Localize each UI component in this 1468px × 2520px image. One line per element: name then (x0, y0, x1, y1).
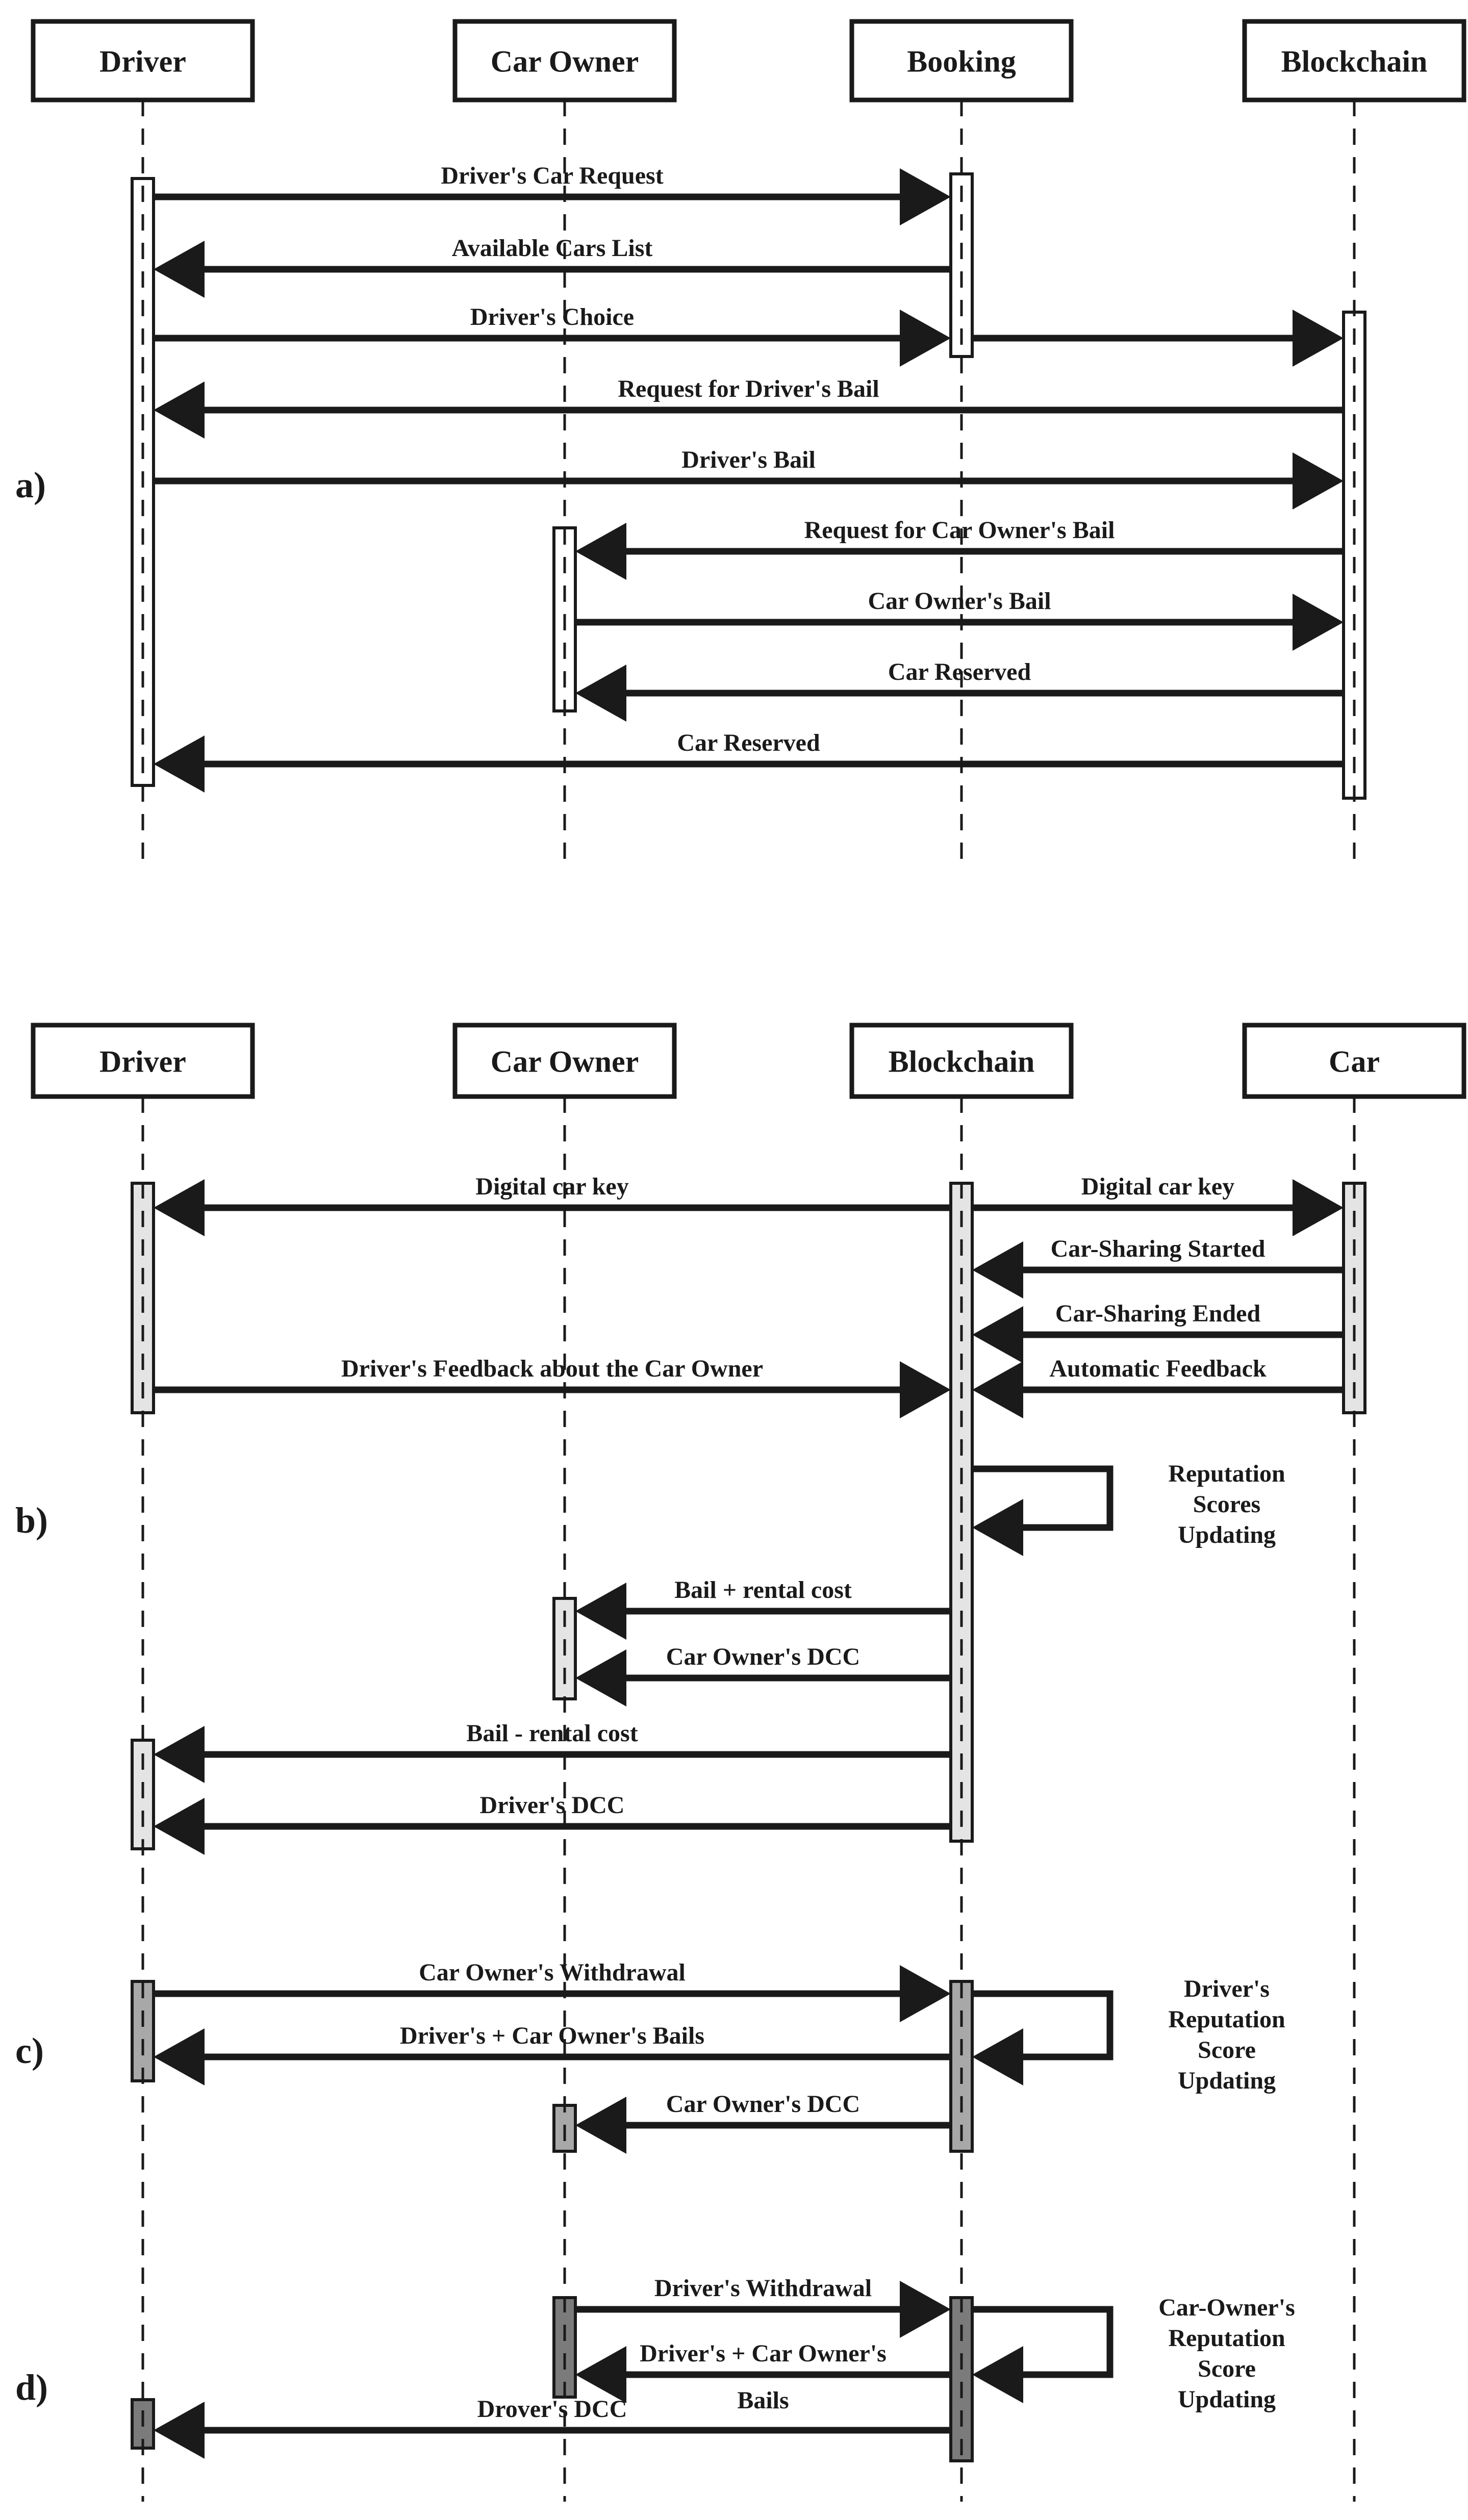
actor-label: Driver (99, 45, 186, 79)
message-label: Car-Sharing Ended (1055, 1300, 1261, 1327)
arrowhead (575, 2097, 626, 2154)
message-label: Driver's Car Request (441, 162, 663, 189)
message-label: Car Owner's Bail (868, 588, 1051, 615)
section-label: b) (15, 1500, 48, 1541)
message-label: Car Reserved (888, 658, 1031, 685)
message-label: Car Owner's Withdrawal (419, 1959, 686, 1986)
actor-label: Booking (907, 45, 1016, 79)
message-label: Request for Car Owner's Bail (804, 517, 1115, 544)
actor-label: Blockchain (889, 1045, 1035, 1079)
section-label: d) (15, 2367, 48, 2408)
arrowhead (972, 1241, 1023, 1299)
arrowhead (900, 1965, 951, 2022)
message-label: Car Owner's DCC (666, 2091, 860, 2118)
arrowhead (154, 381, 205, 439)
arrowhead (154, 2028, 205, 2085)
message-label: Car Reserved (677, 729, 820, 756)
message-label: Drover's DCC (477, 2396, 627, 2423)
arrowhead (972, 2028, 1023, 2085)
actor-label: Car Owner (491, 1045, 639, 1079)
activation-bar (949, 2296, 974, 2462)
message-label: Digital car key (475, 1173, 628, 1200)
arrowhead (1293, 452, 1344, 510)
actor-label: Car (1329, 1045, 1380, 1079)
actor-box (1242, 1023, 1466, 1099)
arrowhead (575, 523, 626, 580)
message-label: Driver's + Car Owner's Bails (400, 2022, 704, 2049)
message-label: Driver's Choice (470, 303, 634, 330)
arrowhead (154, 241, 205, 298)
self-loop (972, 1465, 1113, 1531)
arrowhead (1293, 1179, 1344, 1236)
message-label: Driver's Feedback about the Car Owner (341, 1355, 763, 1382)
arrowhead (154, 2402, 205, 2459)
activation-bar (1342, 311, 1366, 800)
arrowhead (1293, 310, 1344, 367)
actor-box (849, 19, 1074, 103)
section-label: c) (15, 2030, 44, 2071)
message-label: Automatic Feedback (1049, 1355, 1267, 1382)
message-label: Bail + rental cost (674, 1576, 852, 1603)
arrowhead (972, 2346, 1023, 2403)
self-loop (972, 1990, 1113, 2060)
self-loop (972, 2306, 1113, 2378)
actor-box (452, 1023, 677, 1099)
arrowhead (900, 168, 951, 225)
actor-box (31, 19, 255, 103)
actor-box (1242, 19, 1466, 103)
arrowhead (154, 1179, 205, 1236)
message-label: Driver's + Car Owner's (640, 2340, 887, 2367)
arrowhead (575, 1649, 626, 1707)
section-label: a) (15, 465, 46, 505)
message-label: Bails (737, 2387, 789, 2414)
arrowhead (900, 310, 951, 367)
actor-box (849, 1023, 1074, 1099)
arrowhead (972, 1361, 1023, 1418)
message-label: Available Cars List (452, 235, 653, 262)
actor-label: Car Owner (491, 45, 639, 79)
activation-bar (949, 1980, 974, 2153)
arrowhead (1293, 594, 1344, 651)
arrowhead (575, 665, 626, 722)
message-label: Digital car key (1081, 1173, 1234, 1200)
actor-label: Driver (99, 1045, 186, 1079)
arrowhead (972, 1499, 1023, 1556)
activation-bar (949, 172, 974, 358)
arrowhead (154, 1798, 205, 1855)
arrowhead (154, 735, 205, 793)
arrowhead (900, 1361, 951, 1418)
message-label: Request for Driver's Bail (618, 375, 879, 402)
arrowhead (575, 2346, 626, 2403)
actor-box (31, 1023, 255, 1099)
arrowhead (154, 1726, 205, 1783)
message-label: Driver's Bail (681, 446, 816, 473)
message-label: Car-Sharing Started (1051, 1235, 1265, 1262)
actor-label: Blockchain (1281, 45, 1428, 79)
message-label: Driver's Withdrawal (654, 2275, 872, 2302)
arrowhead (575, 1583, 626, 1640)
arrowhead (972, 1306, 1023, 1363)
actor-box (452, 19, 677, 103)
message-label: Bail - rental cost (466, 1720, 638, 1747)
message-label: Driver's DCC (480, 1792, 625, 1819)
message-label: Car Owner's DCC (666, 1643, 860, 1670)
arrowhead (900, 2281, 951, 2338)
